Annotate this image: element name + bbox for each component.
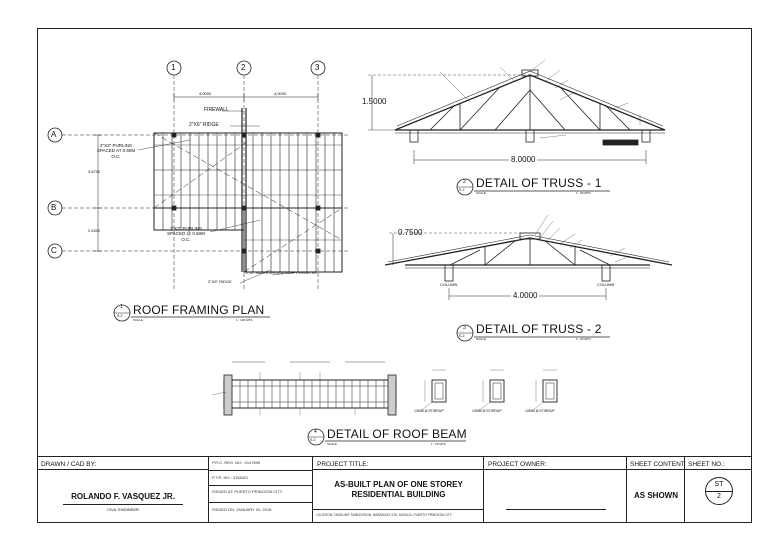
sheet-no-label: SHEET NO.: [688, 461, 725, 468]
truss2-title-sheet: S-2 [459, 334, 465, 338]
dim-rowBC: 2,6300 [88, 228, 101, 233]
engineer-role: CIVIL ENGINEER [107, 507, 139, 512]
title-block: DRAWN / CAD BY: ROLANDO F. VASQUEZ JR. C… [37, 456, 752, 523]
label-nailer: 2"X2" NAILER AROUND ROOF PERIMETER [246, 271, 317, 275]
plan-title: ROOF FRAMING PLAN [133, 303, 265, 317]
beam-stirrup-label-3: 10MM Ø STIRRUP [525, 409, 555, 413]
truss1-title-sheet: S-2 [459, 188, 465, 192]
sheet-code: ST [714, 481, 724, 488]
plan-title-number: 1 [120, 304, 123, 310]
roof-beam-linework [211, 361, 558, 446]
dim-col23: 4,0000 [274, 91, 287, 96]
truss1-height: 1.5000 [362, 97, 387, 106]
beam-stirrup-label-2: 10MM Ø STIRRUP [472, 409, 502, 413]
truss2-column-right: COLUMN [597, 282, 615, 287]
project-owner-label: PROJECT OWNER: [488, 461, 547, 468]
truss2-scale-value: 1 : 50 MTS [576, 337, 591, 341]
grid-bubble-A [47, 127, 63, 143]
truss2-title-number: 3 [463, 325, 466, 331]
dim-col12: 4,0000 [199, 91, 212, 96]
project-title-label: PROJECT TITLE: [317, 461, 369, 468]
truss2-span: 4.0000 [511, 291, 540, 300]
sheet-content-cell: SHEET CONTENT: AS SHOWN [627, 457, 686, 523]
grid-label-3: 3 [315, 63, 320, 72]
grid-bubble-1 [166, 60, 182, 76]
beam-scale-value: 1 : 25 MTS [431, 442, 446, 446]
beam-stirrup-label-1: 10MM Ø STIRRUP [414, 409, 444, 413]
truss2-title: DETAIL OF TRUSS - 2 [476, 322, 602, 336]
sheet-no-cell: SHEET NO.: ST 2 [685, 457, 752, 523]
grid-bubble-B [47, 200, 63, 216]
label-firewall: FIREWALL [204, 107, 229, 113]
beam-title-sheet: S-2 [310, 438, 316, 442]
grid-label-C: C [51, 246, 57, 255]
truss1-title: DETAIL OF TRUSS - 1 [476, 176, 602, 190]
sheet-content: AS SHOWN [634, 491, 678, 500]
project-owner-cell: PROJECT OWNER: [484, 457, 627, 523]
sheet-number: 2 [717, 493, 721, 500]
beam-scale-label: SCALE [327, 442, 337, 446]
truss1-title-number: 2 [463, 179, 466, 185]
grid-label-B: B [51, 203, 57, 212]
issued-on: ISSUED ON: JANUARY 09, 2018 [212, 507, 272, 512]
drawing-sheet-border [37, 28, 752, 523]
plan-title-sheet: S-2 [117, 314, 123, 318]
drawn-by-label: DRAWN / CAD BY: [41, 461, 97, 468]
plan-scale-label: SCALE [133, 318, 143, 322]
truss2-height: 0.7500 [398, 228, 423, 237]
drawn-by-cell: DRAWN / CAD BY: ROLANDO F. VASQUEZ JR. C… [37, 457, 209, 523]
grid-bubble-C [47, 243, 63, 259]
label-ridge-bottom: 2"X6" RIDGE [208, 279, 232, 284]
plan-scale-value: 1 : 100 MTS [236, 318, 253, 322]
beam-title-number: 4 [314, 429, 317, 435]
grid-bubble-3 [310, 60, 326, 76]
grid-label-A: A [51, 130, 57, 139]
ptr-number: P.T.R. NO.: 3158421 [212, 475, 249, 480]
grid-label-2: 2 [241, 63, 246, 72]
truss1-span: 8.0000 [509, 155, 538, 164]
label-ridge-top: 2"X6" RIDGE [189, 122, 219, 128]
prc-number: P.R.C. REG. NO.: 0147895 [212, 460, 261, 465]
project-title: AS-BUILT PLAN OF ONE STOREY RESIDENTIAL … [334, 480, 463, 500]
label-purlins-bottom: 2"X3" PURLINS SPACED @ 0.60M O.C. [167, 226, 205, 242]
engineer-name: ROLANDO F. VASQUEZ JR. [71, 492, 175, 501]
project-title-cell: PROJECT TITLE: AS-BUILT PLAN OF ONE STOR… [313, 457, 484, 523]
project-location: LOCATION: TANGUNIT SUBDIVISION, BARANGAY… [316, 513, 452, 517]
grid-bubble-2 [236, 60, 252, 76]
sheet-no-circle: ST 2 [705, 477, 733, 505]
dim-rowAB: 3,6700 [88, 169, 101, 174]
truss2-scale-label: SCALE [476, 337, 486, 341]
truss1-scale-label: SCALE [476, 191, 486, 195]
grid-label-1: 1 [171, 63, 176, 72]
license-cell: P.R.C. REG. NO.: 0147895 P.T.R. NO.: 315… [209, 457, 313, 523]
sheet-content-label: SHEET CONTENT: [630, 461, 686, 468]
truss1-scale-value: 1 : 50 MTS [576, 191, 591, 195]
issued-at: ISSUED AT: PUERTO PRINCESA CITY [212, 489, 283, 494]
beam-title: DETAIL OF ROOF BEAM [327, 427, 467, 441]
label-purlins-top: 2"X3" PURLINS SPACED AT 0.60M O.C. [96, 143, 136, 159]
roof-framing-plan-linework [62, 75, 350, 290]
truss2-column-left: COLUMN [440, 282, 458, 287]
truss1-linework [368, 59, 666, 196]
